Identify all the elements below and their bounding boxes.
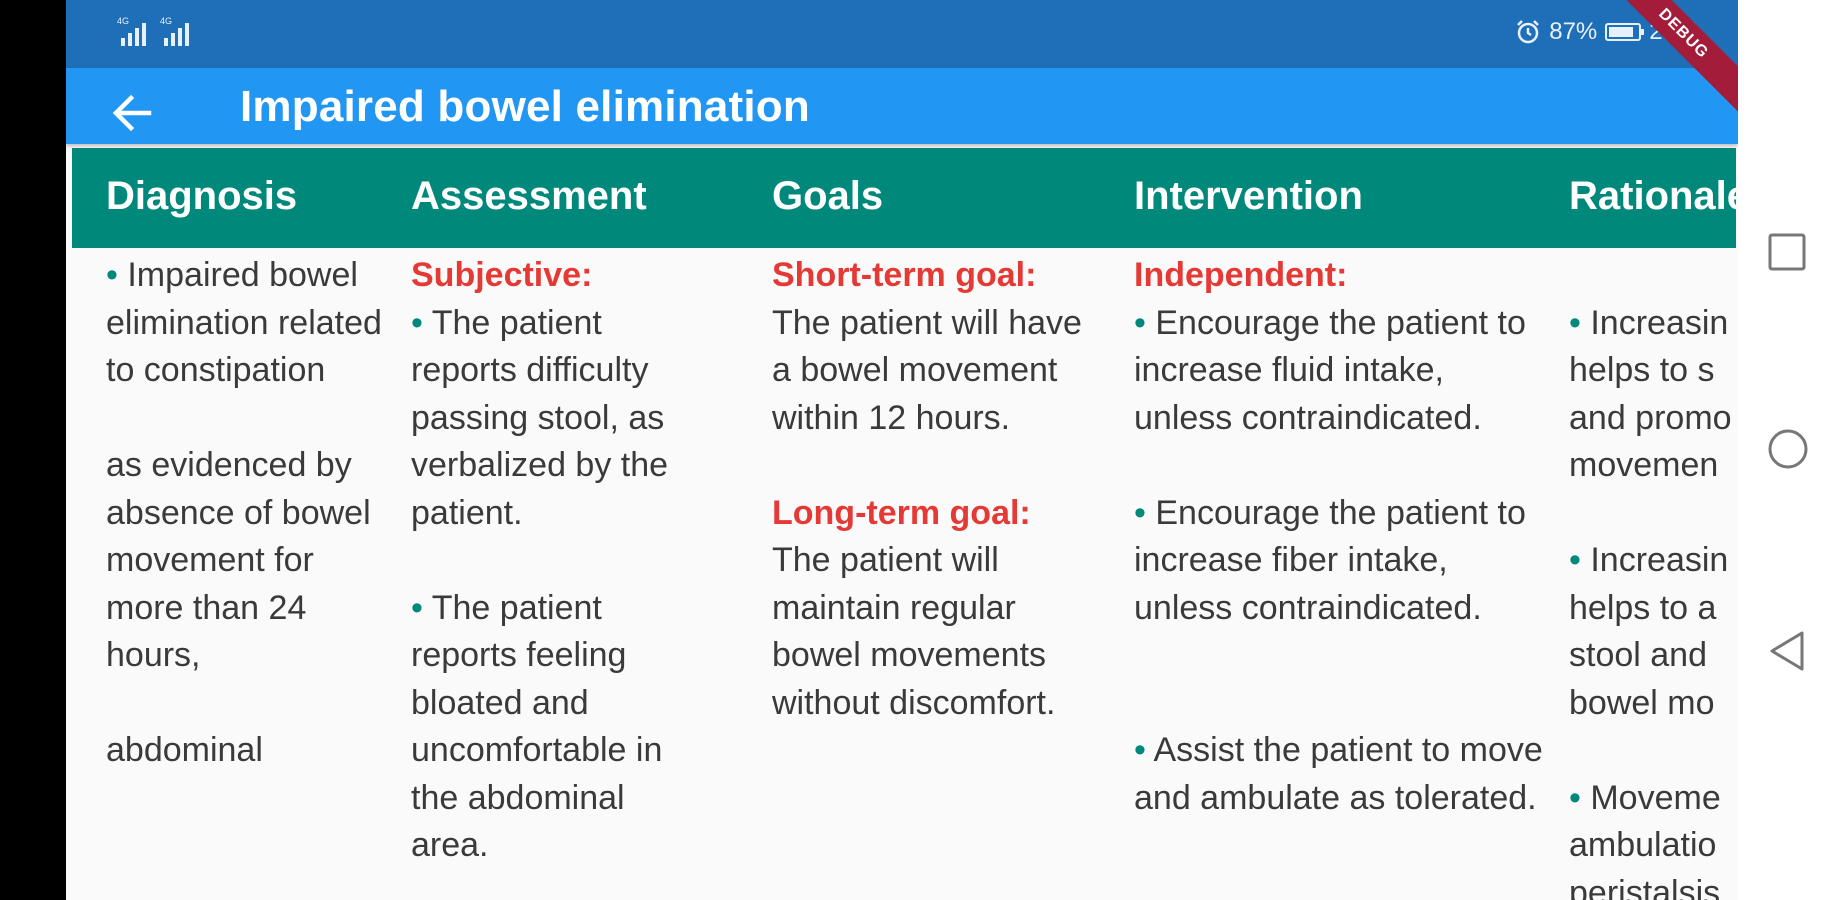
assessment-item: • The patient reports feeling bloated an… <box>411 588 663 865</box>
triangle-back-icon <box>1770 631 1804 671</box>
rationale-item: • Increasin <box>1569 303 1729 342</box>
recents-button[interactable] <box>1767 232 1807 276</box>
rationale-line: stool and <box>1569 636 1707 674</box>
battery-icon <box>1605 23 1645 41</box>
care-plan-table[interactable]: Diagnosis Assessment Goals Intervention … <box>72 148 1736 900</box>
phone-screen: 4G 4G 87% 2:47 Impaired bowel elim <box>66 0 1738 900</box>
signal-group: 4G 4G <box>117 16 189 46</box>
short-term-goal-heading: Short-term goal: <box>772 256 1037 294</box>
app-bar: Impaired bowel elimination <box>66 68 1738 144</box>
diagnosis-cell: • Impaired bowel elimination related to … <box>106 248 396 775</box>
rationale-line: helps to s <box>1569 351 1715 389</box>
rationale-line: bowel mo <box>1569 683 1715 722</box>
rationale-line: peristalsis <box>1569 873 1721 900</box>
intervention-item: • Assist the patient to move and ambulat… <box>1134 731 1543 817</box>
rationale-line: movemen <box>1569 446 1719 484</box>
signal-1-label: 4G <box>117 16 130 26</box>
rationale-item: • Increasin <box>1569 541 1729 579</box>
diagnosis-item: • Impaired bowel elimination related to … <box>106 256 382 389</box>
table-header: Diagnosis Assessment Goals Intervention … <box>72 148 1736 248</box>
square-icon <box>1768 233 1806 271</box>
column-header-goals: Goals <box>772 174 884 218</box>
assessment-cell: Subjective: • The patient reports diffic… <box>411 248 711 870</box>
back-nav-button[interactable] <box>1767 630 1807 676</box>
rationale-cell: • Increasin helps to s and promo movemen… <box>1569 248 1736 900</box>
rationale-item: • Moveme <box>1569 778 1721 817</box>
assessment-item: • The patient reports difficulty passing… <box>411 303 669 532</box>
battery-percent: 87% <box>1549 18 1598 45</box>
home-button[interactable] <box>1767 428 1809 474</box>
alarm-icon <box>1517 20 1540 44</box>
intervention-cell: Independent: • Encourage the patient to … <box>1134 248 1544 822</box>
rationale-line: helps to a <box>1569 588 1717 627</box>
column-header-assessment: Assessment <box>411 174 647 218</box>
subjective-heading: Subjective: <box>411 256 593 294</box>
back-button[interactable] <box>106 88 156 138</box>
signal-icon: 4G <box>160 16 189 46</box>
page-title: Impaired bowel elimination <box>240 82 810 131</box>
column-header-intervention: Intervention <box>1134 174 1363 218</box>
intervention-item: • Encourage the patient to increase fibe… <box>1134 493 1526 627</box>
diagnosis-partial: abdominal <box>106 731 263 769</box>
independent-heading: Independent: <box>1134 256 1348 294</box>
goals-cell: Short-term goal: The patient will have a… <box>772 248 1082 727</box>
system-nav-bar <box>1738 0 1836 900</box>
circle-icon <box>1768 429 1808 469</box>
long-term-goal-text: The patient will maintain regular bowel … <box>772 541 1056 722</box>
long-term-goal-heading: Long-term goal: <box>772 493 1031 532</box>
short-term-goal-text: The patient will have a bowel movement w… <box>772 303 1082 437</box>
diagnosis-evidence: as evidenced by absence of bowel movemen… <box>106 446 371 674</box>
column-header-rationale: Rationale <box>1569 174 1736 218</box>
rationale-line: and promo <box>1569 398 1732 437</box>
column-header-diagnosis: Diagnosis <box>106 174 298 218</box>
arrow-back-icon <box>112 94 152 132</box>
status-bar: 4G 4G 87% 2:47 <box>66 0 1738 68</box>
signal-icon: 4G <box>117 16 146 46</box>
intervention-item: • Encourage the patient to increase flui… <box>1134 303 1526 437</box>
rationale-line: ambulatio <box>1569 826 1717 864</box>
signal-2-label: 4G <box>160 16 173 26</box>
